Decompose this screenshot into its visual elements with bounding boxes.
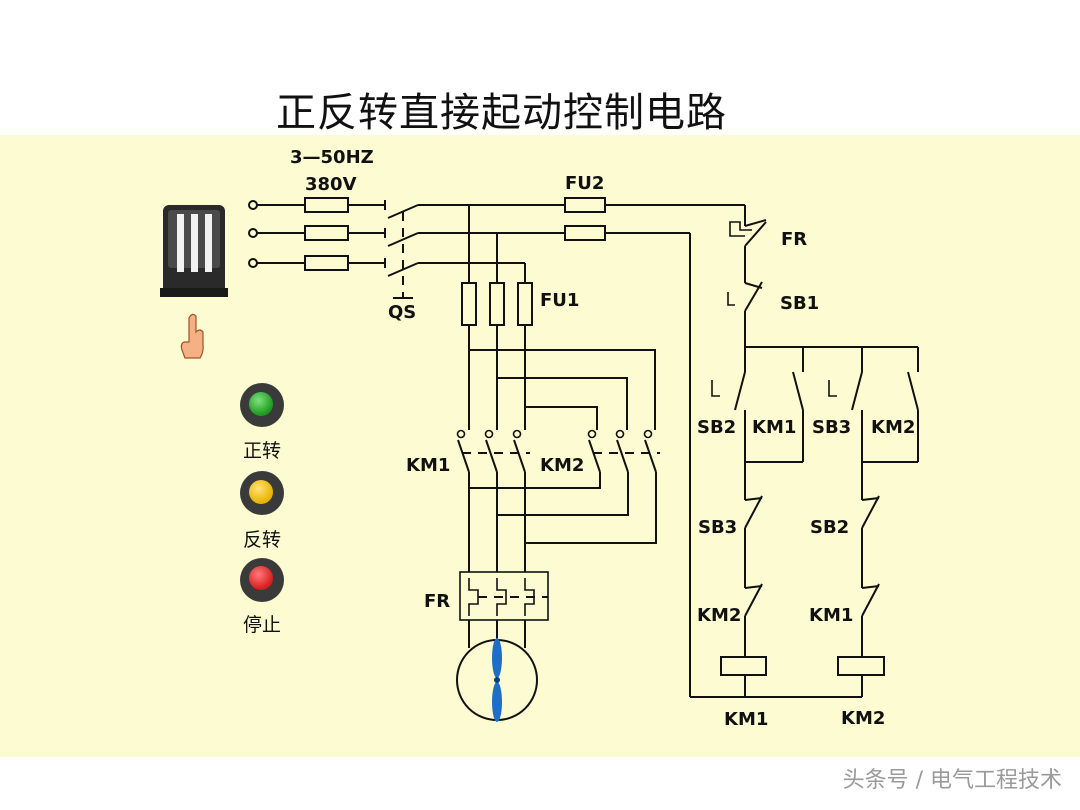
coil-km2-label: KM2 — [841, 708, 885, 729]
km1-hold-label: KM1 — [752, 417, 796, 438]
sb2-interlock-label: SB2 — [810, 517, 849, 538]
reverse-button-label: 反转 — [243, 529, 281, 551]
fr-main-label: FR — [424, 591, 450, 612]
sb3-interlock-label: SB3 — [698, 517, 737, 538]
control-circuit — [689, 205, 919, 698]
watermark: 头条号 / 电气工程技术 — [842, 768, 1062, 793]
hand-pointer-icon[interactable] — [180, 313, 204, 359]
supply-voltage-label: 380V — [305, 174, 357, 195]
stop-button-label: 停止 — [243, 614, 281, 636]
power-source-icon — [160, 205, 228, 297]
page-title: 正反转直接起动控制电路 — [276, 90, 727, 136]
forward-button-label: 正转 — [243, 440, 281, 462]
supply-frequency-label: 3—50HZ — [290, 147, 374, 168]
sb3-start-label: SB3 — [812, 417, 851, 438]
km2-interlock-label: KM2 — [697, 605, 741, 626]
km1-main-label: KM1 — [406, 455, 450, 476]
motor — [456, 638, 538, 722]
supply-lines — [248, 197, 745, 299]
km2-main-label: KM2 — [540, 455, 584, 476]
coil-km1-label: KM1 — [724, 709, 768, 730]
main-circuit — [456, 205, 660, 648]
km2-hold-label: KM2 — [871, 417, 915, 438]
sb1-label: SB1 — [780, 293, 819, 314]
fr-control-label: FR — [781, 229, 807, 250]
qs-label: QS — [388, 302, 416, 323]
km1-interlock-label: KM1 — [809, 605, 853, 626]
fu1-label: FU1 — [540, 290, 579, 311]
reverse-button[interactable]: 反转 — [240, 471, 284, 551]
sb2-start-label: SB2 — [697, 417, 736, 438]
stop-button[interactable]: 停止 — [240, 558, 284, 636]
forward-button[interactable]: 正转 — [240, 383, 284, 462]
fu2-label: FU2 — [565, 173, 604, 194]
